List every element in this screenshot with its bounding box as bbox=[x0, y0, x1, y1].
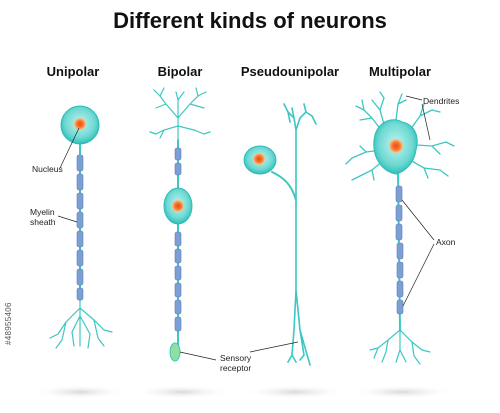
shadow-pseudounipolar bbox=[243, 385, 347, 399]
dendrites-leader-1 bbox=[405, 95, 423, 101]
myelin-label-line1: Myelin bbox=[30, 207, 55, 217]
label-pseudounipolar: Pseudounipolar bbox=[240, 64, 340, 79]
sensory-label-line1: Sensory bbox=[220, 353, 252, 363]
dendrites-label: Dendrites bbox=[423, 96, 460, 106]
dendrites-leader-2 bbox=[421, 103, 431, 141]
unipolar-nucleus bbox=[74, 118, 86, 130]
nucleus-label: Nucleus bbox=[32, 164, 63, 174]
sensory-leader-1 bbox=[179, 351, 217, 361]
unipolar-myelin bbox=[76, 154, 84, 301]
bipolar-myelin bbox=[174, 147, 182, 332]
shadow-unipolar bbox=[32, 385, 128, 399]
axon-label: Axon bbox=[436, 237, 456, 247]
watermark-id: #48955406 bbox=[4, 302, 13, 345]
label-unipolar: Unipolar bbox=[46, 64, 100, 79]
diagram-title: Different kinds of neurons bbox=[113, 8, 387, 33]
myelin-label-line2: sheath bbox=[30, 217, 56, 227]
bipolar-sensory-receptor bbox=[169, 342, 181, 362]
leader-lines bbox=[57, 95, 435, 361]
bipolar-nucleus bbox=[172, 200, 184, 212]
multipolar-nucleus bbox=[389, 139, 403, 153]
axon-leader-1 bbox=[401, 199, 435, 241]
nucleus-leader bbox=[59, 127, 80, 169]
pseudounipolar-neuron bbox=[271, 103, 317, 366]
multipolar-myelin bbox=[395, 185, 404, 315]
shadow-multipolar bbox=[350, 385, 454, 399]
label-bipolar: Bipolar bbox=[157, 64, 203, 79]
axon-leader-2 bbox=[402, 243, 435, 307]
sensory-label-line2: receptor bbox=[220, 363, 252, 373]
sensory-leader-2 bbox=[249, 341, 299, 353]
shadow-bipolar bbox=[134, 385, 230, 399]
pseudounipolar-nucleus bbox=[253, 153, 265, 165]
myelin-leader bbox=[57, 215, 78, 223]
label-multipolar: Multipolar bbox=[368, 64, 432, 79]
